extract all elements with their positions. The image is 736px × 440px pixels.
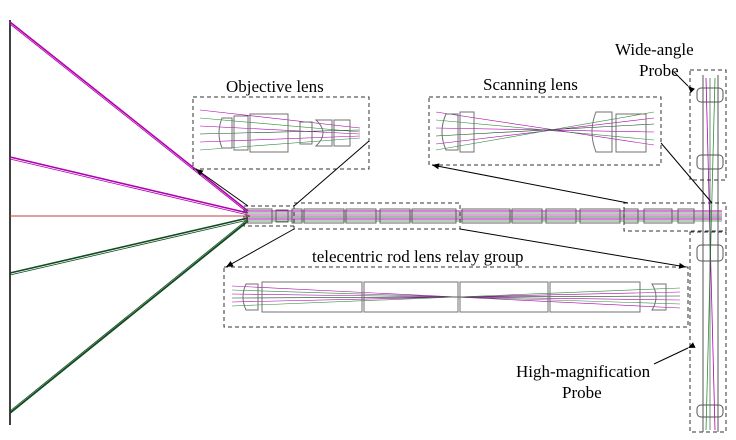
objective-lens-label: Objective lens: [226, 77, 324, 96]
high-mag-label-line2: Probe: [562, 383, 602, 402]
probe-column: [696, 75, 724, 432]
leader-arrows: [195, 71, 713, 365]
high-mag-label-line1: High-magnification: [516, 362, 651, 381]
relay-group-inset: [223, 266, 689, 328]
wide-angle-label-line2: Probe: [639, 61, 679, 80]
relay-group-label: telecentric rod lens relay group: [312, 247, 523, 266]
scanning-region-box: [623, 202, 727, 232]
field-ray-fan: [9, 21, 250, 414]
main-optical-train: [245, 208, 722, 224]
objective-lens-inset: [192, 96, 370, 170]
relay-region-box: [293, 202, 461, 230]
scanning-lens-inset: [428, 96, 662, 166]
wide-angle-probe-box: [689, 69, 727, 181]
wide-angle-label-line1: Wide-angle: [615, 40, 694, 59]
scanning-lens-label: Scanning lens: [483, 75, 578, 94]
high-mag-probe-box: [689, 231, 727, 433]
